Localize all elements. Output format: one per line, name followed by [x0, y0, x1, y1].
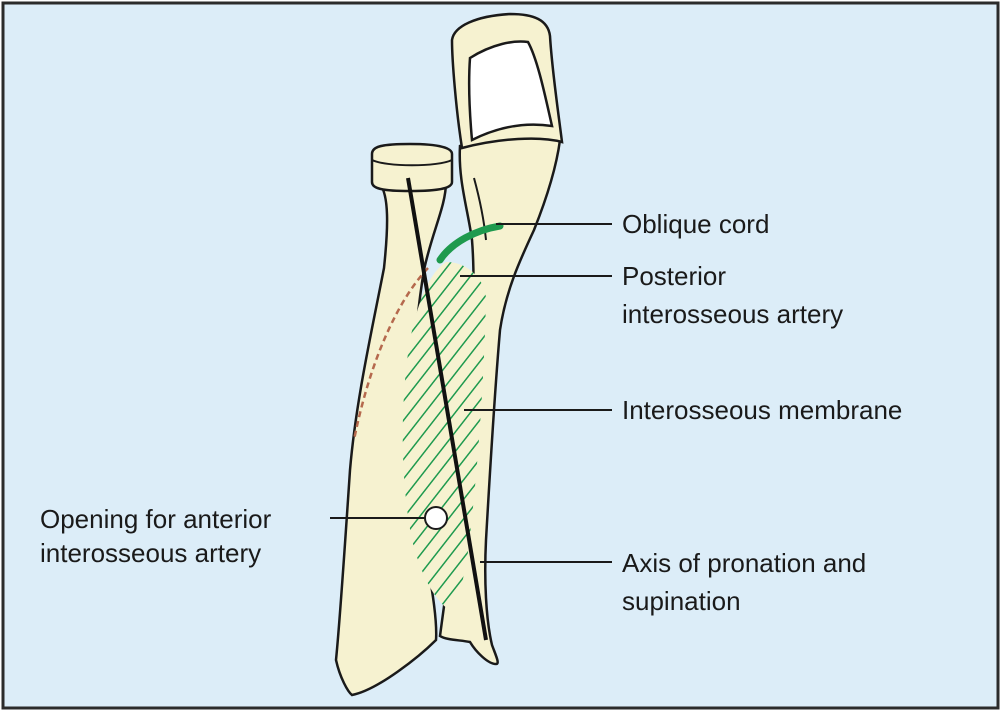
membrane-label: Interosseous membrane	[622, 395, 902, 425]
oblique-cord-label: Oblique cord	[622, 209, 769, 239]
anterior-interosseous-opening	[425, 507, 447, 529]
radius-head	[372, 144, 452, 191]
